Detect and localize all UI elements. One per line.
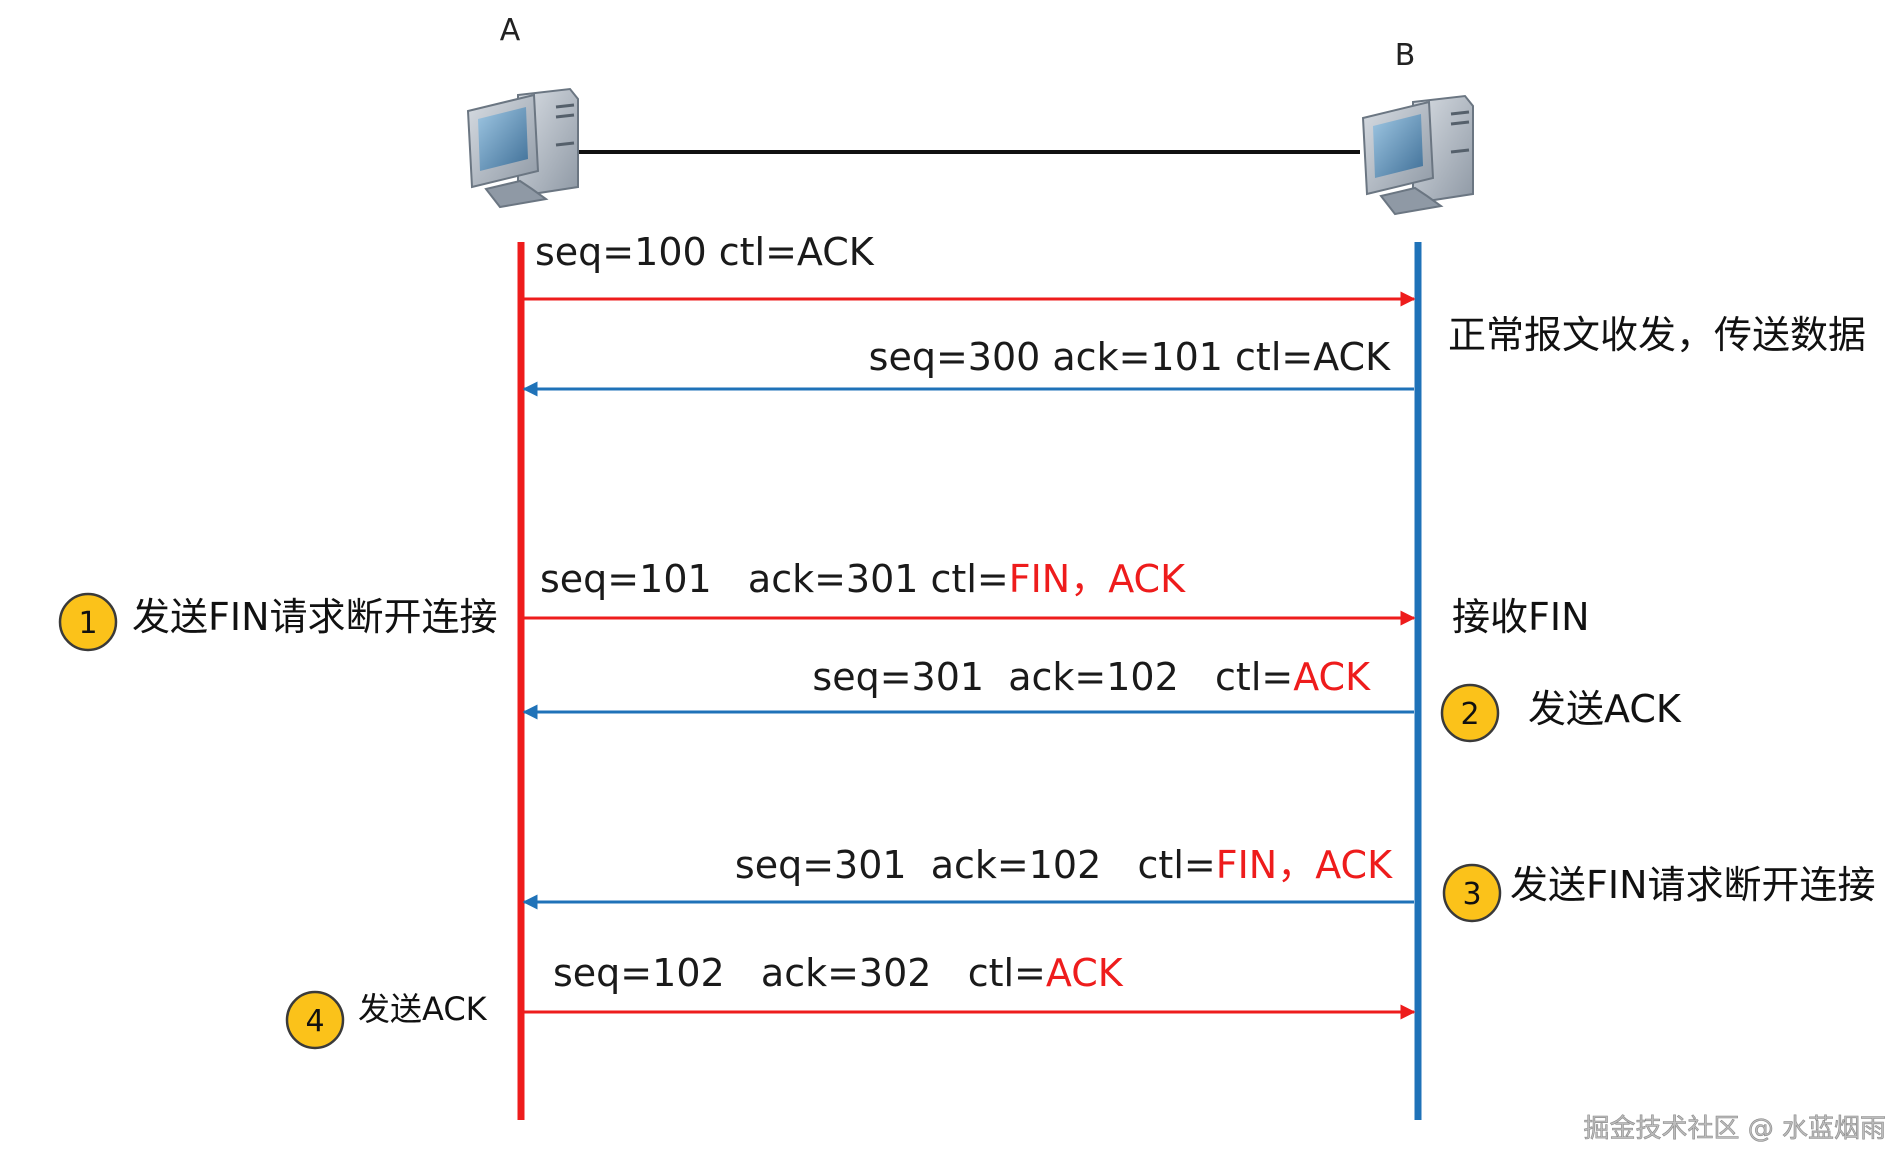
host-a-label: A <box>500 13 521 48</box>
message-label-3-text: seq=101 ack=301 ctl= <box>540 557 1009 601</box>
message-label-5-flags: FIN，ACK <box>1216 843 1393 887</box>
message-label-4-flags: ACK <box>1293 655 1371 699</box>
step-3-badge <box>1442 863 1502 923</box>
message-label-6-text: seq=102 ack=302 ctl= <box>553 951 1046 995</box>
message-label-6-flags: ACK <box>1046 951 1124 995</box>
step-3: 3 发送FIN请求断开连接 <box>1442 863 1876 923</box>
message-label-2: seq=300 ack=101 ctl=ACK <box>869 335 1391 379</box>
host-a-computer-icon <box>466 87 579 209</box>
step-4-text: 发送ACK <box>358 990 488 1028</box>
message-label-3: seq=101 ack=301 ctl=FIN，ACK <box>540 557 1186 601</box>
step-4-badge <box>285 990 345 1050</box>
message-label-2-text: seq=300 ack=101 ctl=ACK <box>869 335 1391 379</box>
message-label-4-text: seq=301 ack=102 ctl= <box>812 655 1293 699</box>
message-label-3-flags: FIN，ACK <box>1009 557 1186 601</box>
step-2-number: 2 <box>1460 697 1479 732</box>
host-b-computer-icon <box>1361 94 1474 216</box>
step-4: 4 发送ACK <box>285 990 488 1050</box>
message-label-1: seq=100 ctl=ACK <box>535 230 875 274</box>
message-label-5: seq=301 ack=102 ctl=FIN，ACK <box>735 843 1393 887</box>
message-label-5-text: seq=301 ack=102 ctl= <box>735 843 1216 887</box>
step-1-number: 1 <box>78 606 97 641</box>
step-3-text: 发送FIN请求断开连接 <box>1510 863 1876 907</box>
note-normal-transfer: 正常报文收发，传送数据 <box>1448 313 1866 357</box>
note-receive-fin: 接收FIN <box>1452 595 1590 639</box>
message-label-4: seq=301 ack=102 ctl=ACK <box>812 655 1371 699</box>
step-1: 1 发送FIN请求断开连接 <box>58 592 498 652</box>
step-4-number: 4 <box>305 1004 324 1039</box>
message-label-6: seq=102 ack=302 ctl=ACK <box>553 951 1124 995</box>
step-3-number: 3 <box>1462 877 1481 912</box>
step-2-badge <box>1440 683 1500 743</box>
watermark: 掘金技术社区 @ 水蓝烟雨 <box>1583 1114 1886 1144</box>
step-1-text: 发送FIN请求断开连接 <box>132 595 498 639</box>
step-2-text: 发送ACK <box>1528 687 1682 731</box>
step-1-badge <box>58 592 118 652</box>
step-2: 2 发送ACK <box>1440 683 1682 743</box>
message-label-1-text: seq=100 ctl=ACK <box>535 230 875 274</box>
host-b-label: B <box>1395 38 1416 73</box>
